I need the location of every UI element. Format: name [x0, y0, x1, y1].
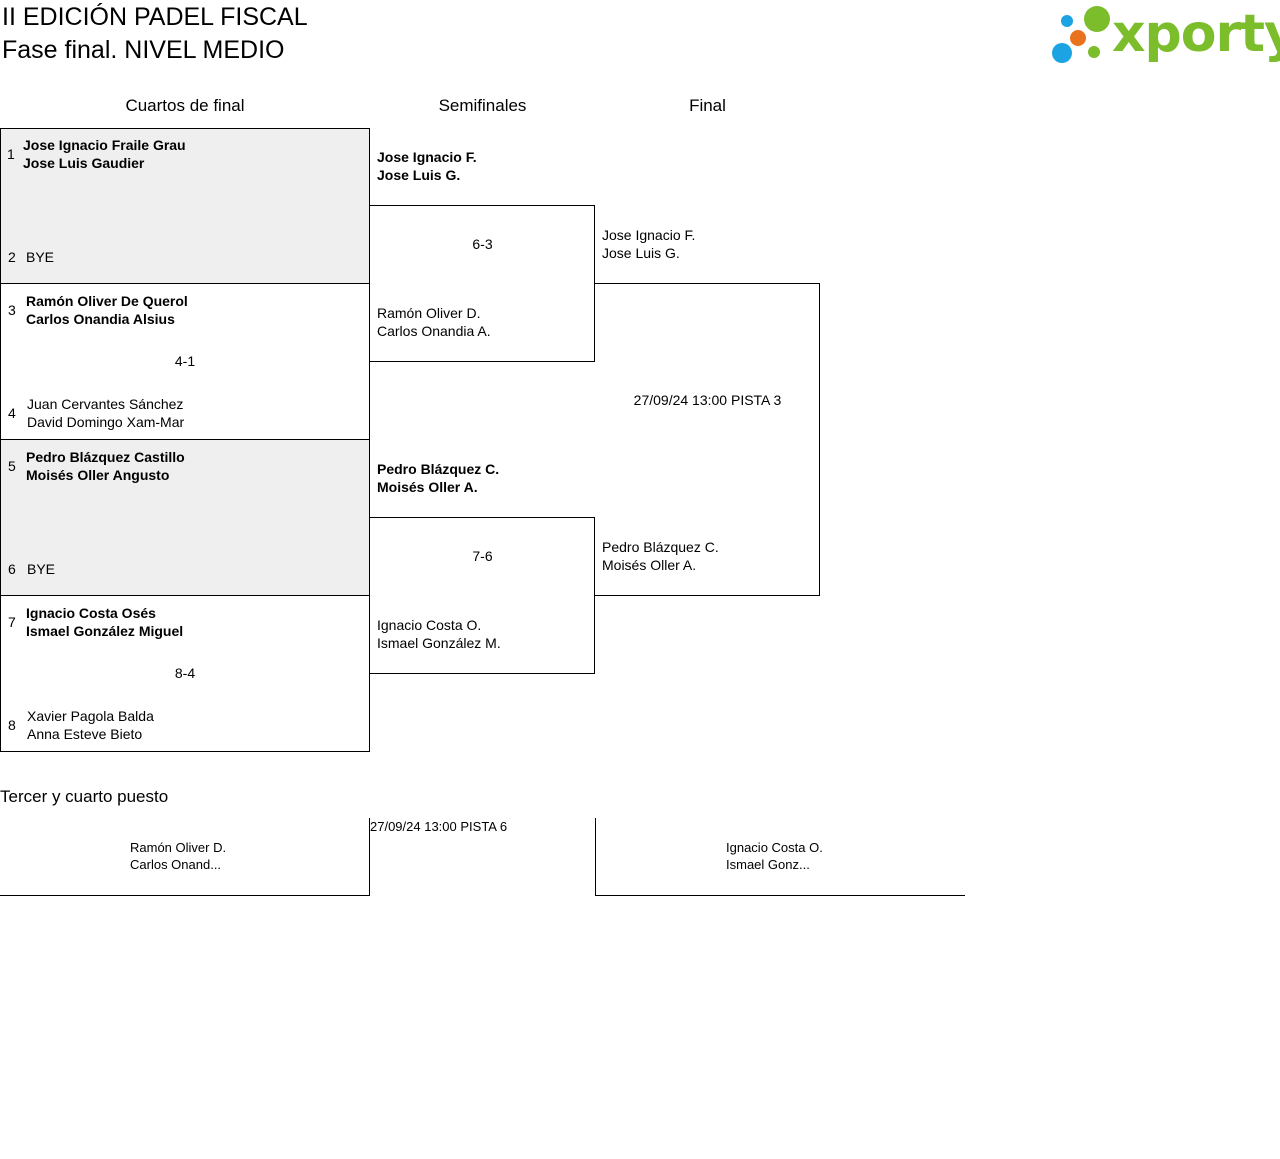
semifinal-2-pair-bottom: Ignacio Costa O. Ismael González M.	[377, 616, 501, 652]
seed-number: 6	[8, 561, 16, 577]
player-name: Ramón Oliver De Querol	[26, 293, 188, 309]
third-place-left-slot	[0, 818, 370, 896]
xporty-logo: xporty	[1050, 2, 1280, 68]
player-name: Jose Ignacio F.	[602, 227, 696, 243]
player-name: BYE	[27, 561, 56, 577]
pair-bottom: Juan Cervantes Sánchez David Domingo Xam…	[27, 395, 184, 431]
player-name: Juan Cervantes Sánchez	[27, 396, 184, 412]
pair-bottom: Xavier Pagola Balda Anna Esteve Bieto	[27, 707, 154, 743]
third-place-heading: Tercer y cuarto puesto	[0, 787, 169, 806]
player-name: Jose Luis G.	[377, 167, 461, 183]
column-header-quarterfinals: Cuartos de final	[125, 96, 245, 115]
seed-number: 1	[7, 146, 15, 162]
player-name: Carlos Onandia A.	[377, 323, 491, 339]
seed-number: 4	[8, 405, 16, 421]
xporty-logo-text: xporty	[1112, 4, 1280, 64]
third-place-pair-left: Ramón Oliver D. Carlos Onand...	[130, 839, 226, 873]
player-name: Ramón Oliver D.	[130, 840, 227, 855]
pair-top: Ramón Oliver De Querol Carlos Onandia Al…	[26, 292, 188, 328]
pair-top: Ignacio Costa Osés Ismael González Migue…	[26, 604, 183, 640]
semifinal-2-pair-top: Pedro Blázquez C. Moisés Oller A.	[377, 460, 499, 496]
third-place-schedule: 27/09/24 13:00 PISTA 6	[370, 819, 508, 834]
page-title: II EDICIÓN PADEL FISCAL	[2, 3, 308, 31]
final-match	[594, 283, 820, 596]
quarterfinal-match-1	[0, 128, 370, 284]
player-name: Ignacio Costa Osés	[26, 605, 156, 621]
semifinal-1-pair-bottom: Ramón Oliver D. Carlos Onandia A.	[377, 304, 491, 340]
column-header-semifinals: Semifinales	[438, 96, 527, 115]
final-schedule: 27/09/24 13:00 PISTA 3	[633, 392, 782, 408]
column-header-final: Final	[689, 96, 726, 115]
seed-number: 2	[8, 249, 16, 265]
player-name: Jose Ignacio Fraile Grau	[23, 137, 186, 153]
player-name: David Domingo Xam-Mar	[27, 414, 185, 430]
pair-top: Pedro Blázquez Castillo Moisés Oller Ang…	[26, 448, 185, 484]
xporty-dots-logo-icon	[1052, 6, 1110, 63]
player-name: BYE	[26, 249, 55, 265]
player-name: Xavier Pagola Balda	[27, 708, 154, 724]
player-name: Jose Luis G.	[602, 245, 680, 261]
pair-bottom: BYE	[27, 560, 55, 578]
semifinal-1-pair-top: Jose Ignacio F. Jose Luis G.	[377, 148, 477, 184]
player-name: Moisés Oller Angusto	[26, 467, 170, 483]
third-place-pair-right: Ignacio Costa O. Ismael Gonz...	[726, 839, 823, 873]
player-name: Ismael González M.	[377, 635, 501, 651]
player-name: Pedro Blázquez Castillo	[26, 449, 185, 465]
player-name: Anna Esteve Bieto	[27, 726, 143, 742]
quarterfinal-match-3	[0, 439, 370, 596]
seed-number: 7	[8, 614, 16, 630]
third-place-right-slot	[595, 818, 965, 896]
player-name: Pedro Blázquez C.	[377, 461, 500, 477]
final-pair-bottom: Pedro Blázquez C. Moisés Oller A.	[602, 538, 719, 574]
player-name: Ignacio Costa O.	[726, 840, 823, 855]
player-name: Ismael González Miguel	[26, 623, 184, 639]
player-name: Jose Luis Gaudier	[23, 155, 145, 171]
match-score: 8-4	[174, 665, 196, 681]
player-name: Moisés Oller A.	[602, 557, 697, 573]
final-pair-top: Jose Ignacio F. Jose Luis G.	[602, 226, 695, 262]
player-name: Carlos Onandia Alsius	[26, 311, 175, 327]
page-subtitle: Fase final. NIVEL MEDIO	[2, 36, 285, 64]
player-name: Jose Ignacio F.	[377, 149, 477, 165]
player-name: Ismael Gonz...	[726, 857, 810, 872]
pair-top: Jose Ignacio Fraile Grau Jose Luis Gaudi…	[23, 136, 186, 172]
player-name: Ignacio Costa O.	[377, 617, 482, 633]
seed-number: 8	[8, 717, 16, 733]
match-score: 4-1	[174, 353, 196, 369]
match-score: 6-3	[472, 236, 493, 252]
pair-bottom: BYE	[26, 248, 54, 266]
player-name: Moisés Oller A.	[377, 479, 478, 495]
player-name: Pedro Blázquez C.	[602, 539, 719, 555]
player-name: Ramón Oliver D.	[377, 305, 481, 321]
seed-number: 3	[8, 302, 16, 318]
match-score: 7-6	[472, 548, 493, 564]
seed-number: 5	[8, 458, 16, 474]
player-name: Carlos Onand...	[130, 857, 222, 872]
